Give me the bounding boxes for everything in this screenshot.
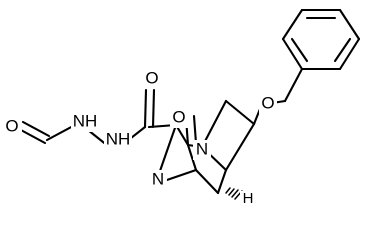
ring-carbonyl-oxygen-label: O	[172, 107, 185, 126]
lower-nitrogen-label: N	[152, 169, 164, 188]
knockout-amide-oxygen	[143, 69, 161, 89]
stereo-hash-1	[225, 187, 231, 194]
amide-carbonyl-double-a	[143, 88, 148, 129]
core-bond-lower-nitrogen-to-ch2	[162, 168, 198, 183]
knockout-ring-nitrogen	[193, 140, 211, 160]
core-bond-oxygen-arm-to-ring-carbon	[224, 122, 256, 172]
knockout-nh-2	[104, 130, 132, 150]
hydrazide-nh-label-2: NH	[106, 129, 131, 148]
stereo-hydrogen-label: H	[243, 190, 254, 207]
phenyl-ring	[281, 8, 361, 71]
phenyl-bond-bottom-left	[281, 37, 304, 71]
core-bond-upper-carbon-to-oxygen-arm	[224, 99, 256, 126]
benzyl-bond-ring-to-ch2	[283, 67, 304, 103]
stereo-hashed-bond	[225, 187, 243, 200]
knockout-stereo-hydrogen	[240, 191, 256, 207]
amide-oxygen-label: O	[145, 68, 158, 87]
phenyl-bond-top-left	[281, 8, 304, 41]
knockout-ring-carbonyl-oxygen	[170, 108, 188, 128]
knockout-formyl-oxygen	[4, 117, 22, 137]
knockout-ether-oxygen	[259, 94, 277, 114]
core-bond-to-carbonyl-carbon	[174, 123, 190, 147]
phenyl-inner-double-right	[333, 37, 352, 63]
core-bond-ch2-to-bridgehead	[194, 168, 220, 195]
knockout-lower-nitrogen	[149, 170, 167, 190]
stereo-hash-2	[228, 188, 235, 196]
core-bond-bridgehead-to-ring-carbon	[216, 168, 228, 195]
stereo-hash-3	[231, 189, 239, 198]
molecule-drawing: O NH NH O O N N O H	[4, 8, 361, 207]
phenyl-bond-bottom-right	[338, 37, 361, 71]
phenyl-inner-double-left	[290, 37, 309, 63]
knockout-nh-1	[71, 112, 99, 132]
formyl-carbon-oxygen-double-a	[21, 120, 51, 138]
ring-nitrogen-label: N	[196, 139, 208, 158]
formyl-oxygen-label: O	[5, 116, 18, 135]
core-bond-nitrogen-to-upper-carbon	[200, 99, 228, 149]
core-bond-to-lower-nitrogen	[158, 123, 178, 173]
hydrazide-nh-label-1: NH	[73, 111, 98, 130]
chemical-structure-canvas: O NH NH O O N N O H	[4, 8, 361, 207]
ring-carbonyl-double-b	[192, 114, 198, 145]
amide-carbonyl-double-b	[151, 88, 156, 129]
formyl-carbon-to-nh	[45, 123, 77, 142]
phenyl-bond-top-right	[338, 8, 361, 41]
core-bond-carbonyl-to-ch2	[186, 143, 198, 172]
ether-oxygen-label: O	[261, 93, 274, 112]
formyl-carbon-oxygen-double-b	[17, 127, 47, 145]
